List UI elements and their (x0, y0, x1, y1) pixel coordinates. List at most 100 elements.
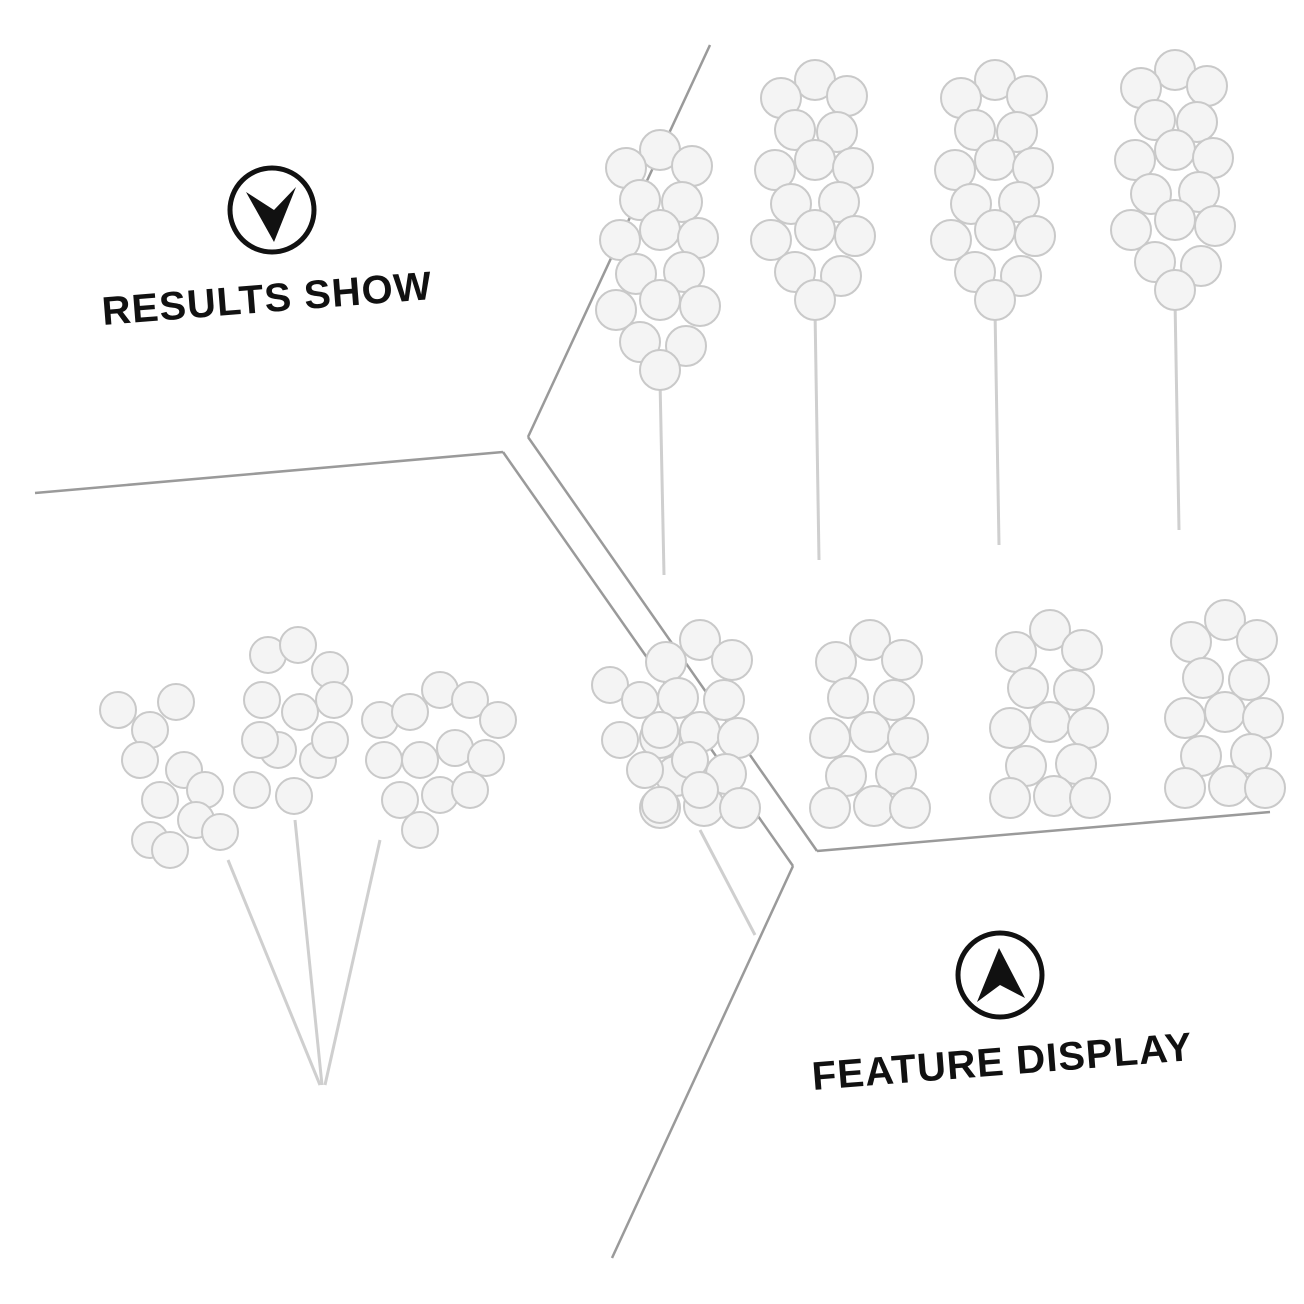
stem (323, 839, 382, 1086)
berry (671, 145, 713, 187)
berry (639, 349, 681, 391)
berry (711, 639, 753, 681)
berry (241, 721, 279, 759)
berry (934, 149, 976, 191)
berry (881, 639, 923, 681)
berry (1154, 199, 1196, 241)
berry (1007, 667, 1049, 709)
berry (315, 681, 353, 719)
berry (663, 251, 705, 293)
berry (1182, 657, 1224, 699)
berry (995, 631, 1037, 673)
berry (451, 681, 489, 719)
berry (1236, 619, 1278, 661)
berry (391, 693, 429, 731)
berry (619, 179, 661, 221)
berry (1242, 697, 1284, 739)
berry (887, 717, 929, 759)
berry (1186, 65, 1228, 107)
berry (1061, 629, 1103, 671)
berry (849, 711, 891, 753)
berry (1069, 777, 1111, 819)
berry (834, 215, 876, 257)
berry (1164, 767, 1206, 809)
berry (311, 721, 349, 759)
stem (993, 309, 1001, 546)
berry (381, 781, 419, 819)
berry (1244, 767, 1286, 809)
berry (479, 701, 517, 739)
berry (595, 289, 637, 331)
berry (794, 279, 836, 321)
berry (99, 691, 137, 729)
berry (591, 666, 629, 704)
divider-line (34, 450, 504, 495)
berry (661, 181, 703, 223)
berry (1208, 765, 1250, 807)
berry (1170, 621, 1212, 663)
berry (615, 253, 657, 295)
berry (281, 693, 319, 731)
berry (889, 787, 931, 829)
berry (1178, 171, 1220, 213)
berry (1033, 775, 1075, 817)
berry (1154, 129, 1196, 171)
berry (827, 677, 869, 719)
berry (1029, 701, 1071, 743)
berry (639, 279, 681, 321)
berry (626, 751, 664, 789)
berry (1204, 691, 1246, 733)
berry (1164, 697, 1206, 739)
berry (157, 683, 195, 721)
berry (1228, 659, 1270, 701)
stem (1173, 299, 1181, 531)
berry (996, 111, 1038, 153)
stem (813, 309, 821, 561)
berry (816, 111, 858, 153)
berry (1176, 101, 1218, 143)
berry (703, 679, 745, 721)
berry (645, 641, 687, 683)
berry (599, 219, 641, 261)
berry (121, 741, 159, 779)
berry (1180, 245, 1222, 287)
berry (717, 717, 759, 759)
berry (1110, 209, 1152, 251)
divider-line (610, 865, 795, 1259)
berry (954, 109, 996, 151)
berry (467, 739, 505, 777)
berry (820, 255, 862, 297)
berry (770, 183, 812, 225)
berry (1130, 173, 1172, 215)
berry (974, 279, 1016, 321)
berry (279, 626, 317, 664)
berry (1029, 609, 1071, 651)
berry (151, 831, 189, 869)
berry (809, 717, 851, 759)
berry (974, 209, 1016, 251)
berry (451, 771, 489, 809)
berry (141, 781, 179, 819)
divider-line (816, 810, 1271, 853)
berry (1114, 139, 1156, 181)
berry (233, 771, 271, 809)
berry (930, 219, 972, 261)
berry (774, 109, 816, 151)
berry (1053, 669, 1095, 711)
berry (1134, 99, 1176, 141)
berry (641, 786, 679, 824)
arrow-up-circle-icon (955, 930, 1045, 1020)
berry (974, 139, 1016, 181)
berry (989, 777, 1031, 819)
berry (1067, 707, 1109, 749)
stem (658, 379, 666, 576)
stem (293, 819, 324, 1086)
chevron-down-circle-icon (227, 165, 317, 255)
berry (665, 325, 707, 367)
berry (679, 619, 721, 661)
berry (1006, 75, 1048, 117)
berry (641, 711, 679, 749)
berry (815, 641, 857, 683)
berry (1154, 269, 1196, 311)
berry (275, 777, 313, 815)
